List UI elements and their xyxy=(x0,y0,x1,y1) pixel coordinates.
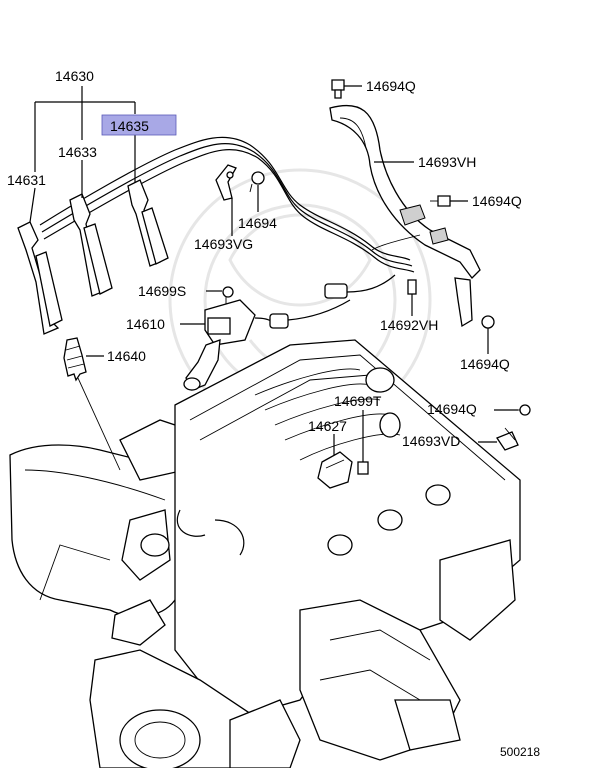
callout-14630[interactable]: 14630 xyxy=(55,68,94,84)
bolt-14699T xyxy=(357,461,369,475)
bolt-14699S xyxy=(222,286,234,304)
callout-14694Q-low[interactable]: 14694Q xyxy=(427,401,477,417)
callout-14694Q-top[interactable]: 14694Q xyxy=(366,78,416,94)
figure-id: 500218 xyxy=(500,745,540,759)
clamp-bracket-vg xyxy=(215,164,237,201)
callout-14635[interactable]: 14635 xyxy=(110,118,149,134)
bolt-14694Q-low xyxy=(516,404,531,416)
callout-14693VD[interactable]: 14693VD xyxy=(402,433,460,449)
callout-14699S[interactable]: 14699S xyxy=(138,283,186,299)
bolt-14694Q-mid xyxy=(481,315,495,329)
callout-14692VH[interactable]: 14692VH xyxy=(380,317,438,333)
spark-plug-cable-set xyxy=(17,136,415,335)
callout-14694Q-mid[interactable]: 14694Q xyxy=(460,356,510,372)
ignition-coil xyxy=(183,274,396,391)
callout-14699T[interactable]: 14699T xyxy=(334,393,382,409)
callout-14633[interactable]: 14633 xyxy=(58,144,97,160)
callout-labels: 14630 14635 14633 14631 14694Q 14693VH 1… xyxy=(7,68,540,759)
engine-assembly xyxy=(9,339,521,768)
bolt-14694Q-top xyxy=(331,79,345,99)
callout-14635-highlight xyxy=(101,114,177,136)
spark-plug xyxy=(63,337,121,471)
knock-sensor xyxy=(317,451,353,489)
callout-14693VG[interactable]: 14693VG xyxy=(194,236,253,252)
callout-14627[interactable]: 14627 xyxy=(308,418,347,434)
callout-14694Q-right[interactable]: 14694Q xyxy=(472,193,522,209)
leader-lines xyxy=(29,85,518,462)
callout-14694[interactable]: 14694 xyxy=(238,215,277,231)
callout-14640[interactable]: 14640 xyxy=(107,348,146,364)
callout-14693VH[interactable]: 14693VH xyxy=(418,154,476,170)
clip-14693VD xyxy=(496,427,519,451)
bolt-14694 xyxy=(249,171,265,193)
harness-bracket xyxy=(329,104,481,328)
callout-14610[interactable]: 14610 xyxy=(126,316,165,332)
bolt-14692VH xyxy=(407,279,417,295)
bolt-14694Q-right xyxy=(430,195,451,207)
callout-14631[interactable]: 14631 xyxy=(7,172,46,188)
